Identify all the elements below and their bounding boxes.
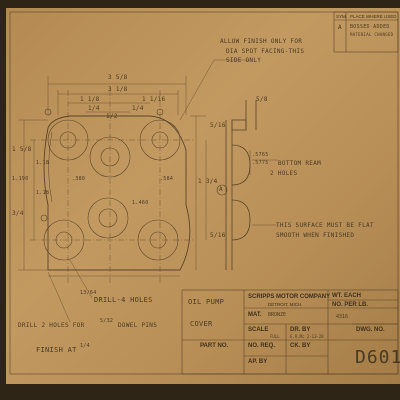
dwg-no-value: D601 [355, 347, 400, 368]
dim-upper-width: 3 1/8 [108, 86, 128, 93]
drawing-sheet [6, 8, 400, 384]
part-name-line-1: OIL PUMP [188, 298, 225, 306]
dim-lower-height: 3/4 [12, 210, 24, 217]
no-per-lb-value: 4316 [336, 314, 349, 320]
ck-by-label: CK. BY [290, 343, 311, 349]
no-req-label: NO. REQ. [248, 343, 276, 349]
dwg-no-label: DWG. NO. [356, 327, 385, 333]
part-name-line-2: COVER [190, 320, 213, 328]
revision-header-place: PLACE WHERE USED [350, 14, 397, 19]
finish-all-frac: 1/4 [80, 343, 90, 349]
finish-note-line-1: ALLOW FINISH ONLY FOR [220, 38, 303, 45]
ream-dia-label: .5765 [252, 152, 269, 158]
drill-dowel-note: DRILL 2 HOLES FOR [18, 322, 85, 329]
ap-by-label: AP. BY [248, 359, 268, 365]
dim-inner-b: 1.460 [132, 200, 149, 206]
section-mark-label: A [219, 186, 223, 193]
dim-center-gap: 1/2 [106, 113, 118, 120]
ream-dia2-label: .5775 [252, 160, 269, 166]
dr-by-value: E.R.Mc 2-13-28 [290, 334, 324, 339]
mat-value: BRONZE [268, 312, 287, 318]
title-block [181, 289, 399, 375]
section-mark [216, 184, 228, 196]
part-no-label: PART NO. [200, 343, 229, 349]
dim-left-height: 1 5/8 [12, 146, 32, 153]
scale-label: SCALE [248, 327, 269, 333]
drill-frac: 13/64 [80, 290, 97, 296]
side-view [225, 100, 257, 270]
dowel-pins-note: DOWEL PINS [118, 322, 158, 329]
cover-outline [43, 115, 191, 271]
dowel-frac: 5/32 [100, 318, 114, 324]
dim-overall-width: 3 5/8 [108, 74, 128, 81]
dr-by-label: DR. BY [290, 327, 311, 333]
revision-row-sym: A [338, 24, 342, 31]
dim-side-top: 5/8 [256, 96, 268, 103]
finish-note-line-2: DIA SPOT FACING-THIS [226, 48, 305, 55]
dim-quarter-left: 1/4 [88, 105, 100, 112]
dim-quarter-right: 1/4 [132, 105, 144, 112]
scale-value: FULL [270, 334, 280, 339]
dim-left-half: 1 1/8 [80, 96, 100, 103]
company-name: SCRIPPS MOTOR COMPANY [248, 294, 331, 300]
finish-all-note: FINISH AT [36, 346, 77, 354]
dim-height-b: 1.18 [36, 190, 50, 196]
bottom-ream-note-2: 2 HOLES [270, 170, 298, 177]
dim-height-a: 1.18 [36, 160, 50, 166]
dim-side-mid: 5/16 [210, 122, 226, 129]
dim-side-bot: 5/16 [210, 232, 226, 239]
dim-mid-height: 1.190 [12, 176, 29, 182]
revision-row-text-1: BOSSED ADDED [350, 24, 390, 30]
wt-each-label: WT. EACH [332, 293, 361, 299]
dim-inner-c: .584 [160, 176, 174, 182]
surface-note-1: THIS SURFACE MUST BE FLAT [276, 222, 374, 229]
mat-label: MAT. [248, 312, 262, 318]
dim-right: 1 3/4 [198, 178, 218, 185]
revision-block [333, 11, 399, 53]
surface-note-2: SMOOTH WHEN FINISHED [276, 232, 355, 239]
dim-right-half: 1 1/16 [142, 96, 166, 103]
company-city: DETROIT, MICH. [268, 302, 303, 307]
dim-inner-a: .380 [72, 176, 86, 182]
finish-note-line-3: SIDE ONLY [226, 57, 262, 64]
bottom-ream-note-1: BOTTOM REAM [278, 160, 322, 167]
drill-holes-note: DRILL-4 HOLES [94, 296, 153, 304]
revision-row-text-2: MATERIAL CHANGED [350, 32, 394, 37]
revision-header-sym: SYM. [336, 14, 348, 19]
no-per-lb-label: NO. PER LB. [332, 302, 369, 308]
boss-bottom-center [87, 197, 129, 239]
